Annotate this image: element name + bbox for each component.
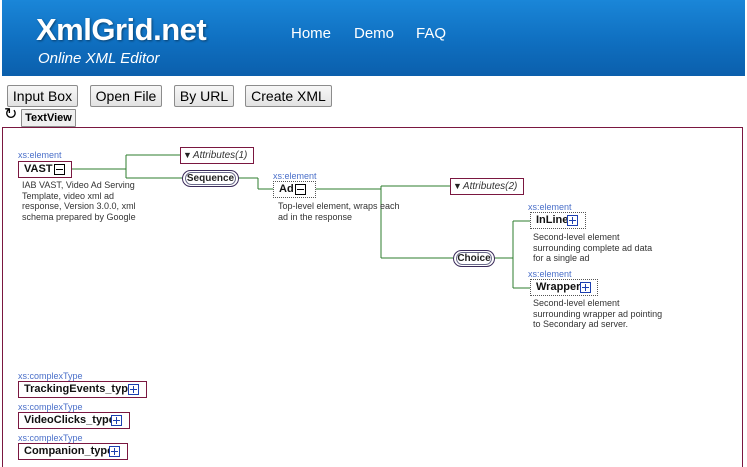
triangle-down-icon: ▼ [183,150,192,160]
expand-icon[interactable] [111,415,122,426]
site-header: XmlGrid.net Online XML Editor Home Demo … [2,0,745,76]
trackingevents-type-node[interactable]: TrackingEvents_type [18,381,147,398]
textview-button[interactable]: TextView [21,109,76,127]
nav-faq-link[interactable]: FAQ [416,25,447,42]
vast-desc-line: Template, video xml ad [22,190,115,201]
nav-home-link[interactable]: Home [291,25,332,42]
videoclicks-type-name: VideoClicks_type [24,414,115,426]
vast-sequence-node[interactable]: Sequence [182,170,239,187]
vast-desc-line: schema prepared by Google [22,211,136,222]
complextype-kind-label: xs:complexType [18,402,83,412]
create-xml-button[interactable]: Create XML [245,85,332,107]
complextype-kind-label: xs:complexType [18,371,83,381]
videoclicks-type-node[interactable]: VideoClicks_type [18,412,130,429]
complextype-kind-label: xs:complexType [18,433,83,443]
companion-type-node[interactable]: Companion_type [18,443,128,460]
vast-element-node[interactable]: VAST [18,161,72,178]
wrapper-desc-line: to Secondary ad server. [533,319,629,329]
ad-choice-label: Choice [457,253,491,264]
vast-kind-label: xs:element [18,150,62,160]
inline-desc-line: Second-level element [533,232,620,242]
wrapper-element-name: Wrapper [536,281,581,293]
trackingevents-type-name: TrackingEvents_type [24,383,135,395]
ad-attributes-label: Attributes(2) [462,181,518,192]
inline-element-name: InLine [536,214,569,226]
vast-attributes-label: Attributes(1) [192,150,248,161]
inline-desc-line: surrounding complete ad data [533,242,653,253]
inline-desc-line: for a single ad [533,253,590,263]
inline-kind-label: xs:element [528,202,572,212]
ad-attributes-toggle[interactable]: ▼Attributes(2) [450,178,524,195]
inline-description: Second-level element surrounding complet… [533,232,673,264]
ad-desc-line: ad in the response [278,211,353,222]
vast-description: IAB VAST, Video Ad Serving Template, vid… [22,180,162,222]
xml-grid-canvas [2,127,743,467]
wrapper-element-node[interactable]: Wrapper [530,279,598,296]
wrapper-desc-line: Second-level element [533,298,620,308]
input-box-button[interactable]: Input Box [7,85,78,107]
vast-sequence-label: Sequence [186,173,235,184]
expand-icon[interactable] [109,446,120,457]
vast-element-name: VAST [24,163,53,175]
collapse-icon[interactable] [54,164,65,175]
vast-attributes-toggle[interactable]: ▼Attributes(1) [180,147,254,164]
wrapper-description: Second-level element surrounding wrapper… [533,298,683,330]
expand-icon[interactable] [128,384,139,395]
collapse-icon[interactable] [295,184,306,195]
expand-icon[interactable] [567,215,578,226]
inline-element-node[interactable]: InLine [530,212,586,229]
ad-description: Top-level element, wraps each ad in the … [278,201,418,222]
ad-desc-line: Top-level element, wraps each [278,201,400,211]
site-tagline: Online XML Editor [38,50,160,67]
ad-element-node[interactable]: Ad [273,181,316,198]
ad-choice-node[interactable]: Choice [453,250,495,267]
refresh-icon[interactable]: ↻ [4,104,18,123]
wrapper-desc-line: surrounding wrapper ad pointing [533,308,663,319]
vast-desc-line: IAB VAST, Video Ad Serving [22,180,135,190]
site-logo[interactable]: XmlGrid.net [36,12,207,47]
open-file-button[interactable]: Open File [90,85,162,107]
vast-desc-line: response, Version 3.0.0, xml [22,201,136,211]
triangle-down-icon: ▼ [453,181,462,191]
ad-element-name: Ad [279,183,294,195]
pill-inner-border [185,172,236,185]
expand-icon[interactable] [580,282,591,293]
by-url-button[interactable]: By URL [174,85,234,107]
nav-demo-link[interactable]: Demo [354,25,395,42]
ad-kind-label: xs:element [273,171,317,181]
companion-type-name: Companion_type [24,445,114,457]
wrapper-kind-label: xs:element [528,269,572,279]
pill-inner-border [456,252,492,265]
